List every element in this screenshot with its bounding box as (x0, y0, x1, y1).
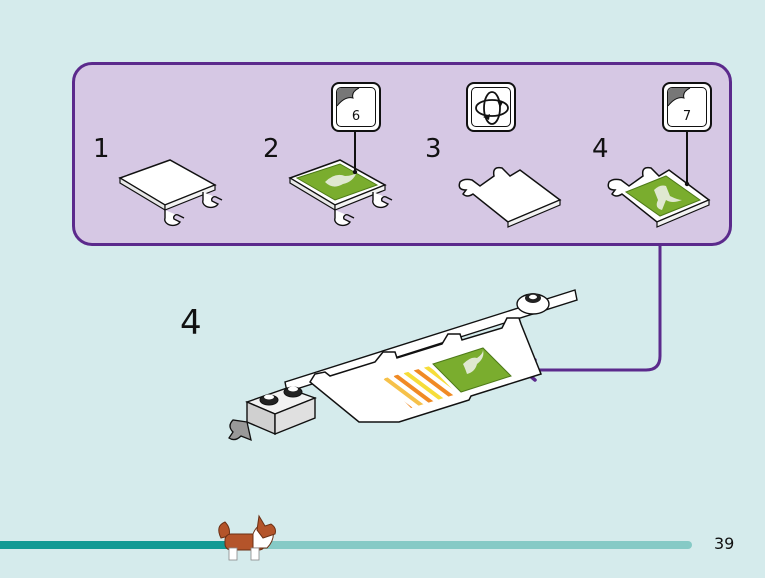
progress-fill (0, 541, 242, 549)
substep-number-4: 4 (592, 134, 609, 164)
rotate-callout (466, 82, 516, 132)
progress-track (0, 541, 692, 549)
substep-panel (72, 62, 732, 246)
flag-tile-sticker-6-illustration (288, 159, 393, 227)
sticker-callout-6: 6 (331, 82, 381, 132)
substep-number-3: 3 (425, 134, 442, 164)
sticker-callout-7: 7 (662, 82, 712, 132)
flag-tile-sticker-7-illustration (607, 166, 711, 228)
substep-number-2: 2 (263, 134, 280, 164)
callout-pointer-line-7 (684, 132, 690, 187)
sticker-number: 6 (351, 109, 361, 124)
page-number: 39 (714, 534, 735, 553)
flag-assembly-illustration (228, 289, 578, 442)
sticker-number: 7 (682, 109, 692, 124)
corgi-mascot-icon (218, 514, 276, 561)
flag-tile-flipped-illustration (458, 166, 562, 228)
callout-pointer-line-6 (352, 132, 358, 175)
substep-number-1: 1 (93, 134, 110, 164)
flag-tile-plain-illustration (118, 159, 223, 227)
main-step-number: 4 (180, 303, 202, 343)
rotate-icon (475, 91, 509, 125)
sticker-peel-icon (337, 88, 360, 107)
sticker-peel-icon (668, 88, 691, 107)
